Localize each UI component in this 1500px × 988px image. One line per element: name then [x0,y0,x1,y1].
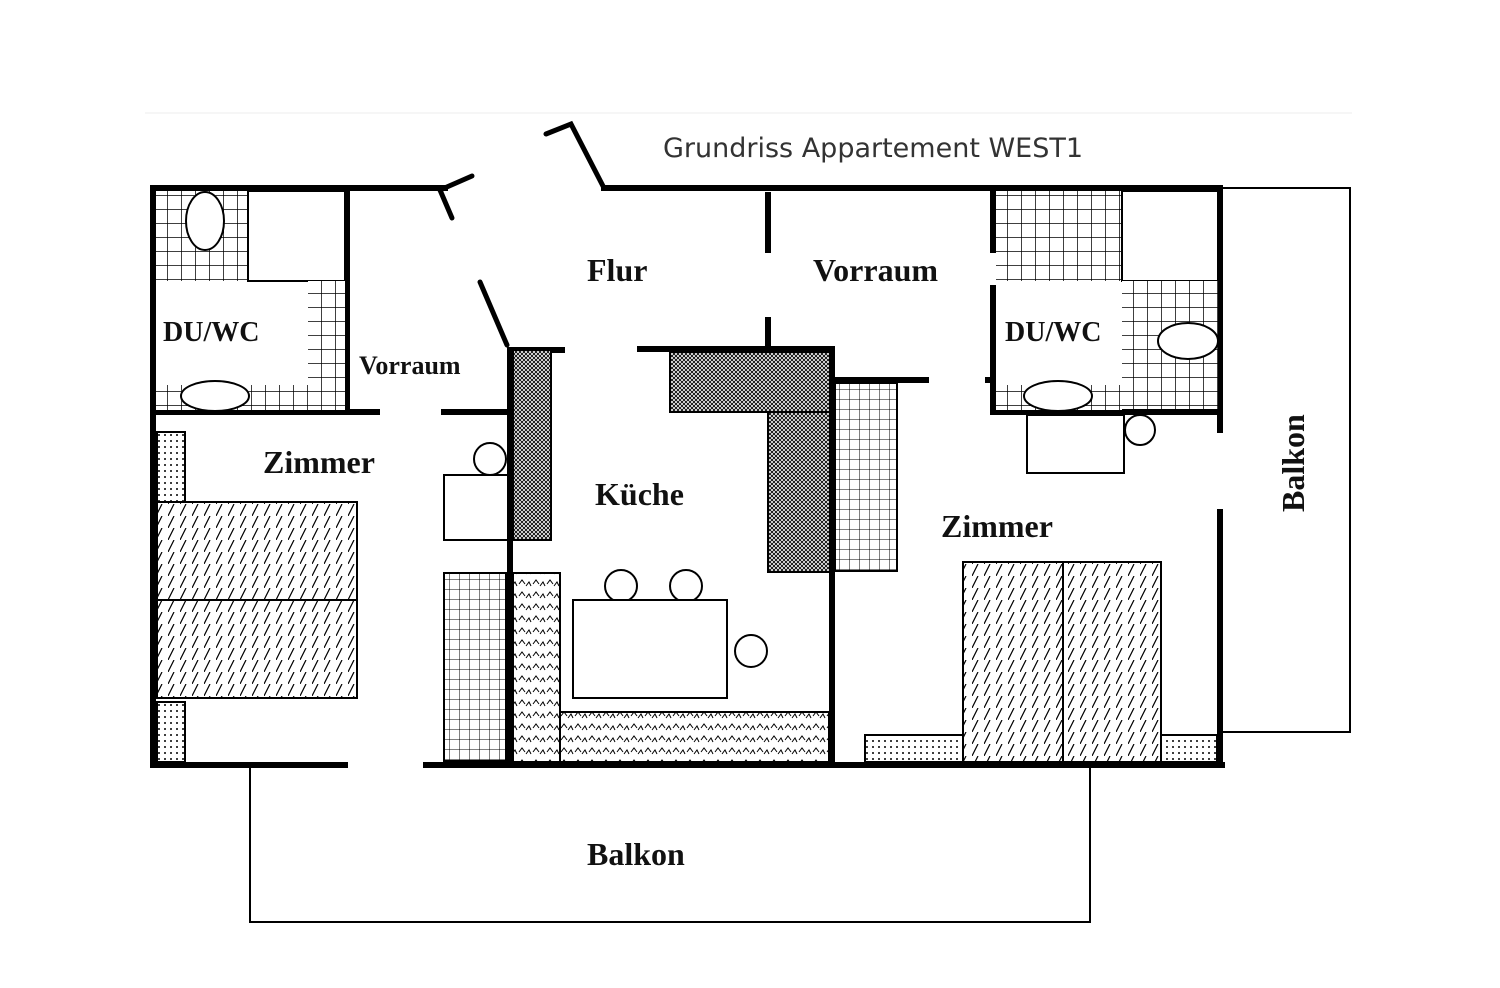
label-vorraum-right: Vorraum [813,252,938,288]
entry-door-left [437,173,475,221]
label-balkon-bottom: Balkon [587,836,685,872]
right-room-furniture [864,414,1218,763]
plan-title: Grundriss Appartement WEST1 [663,133,1083,164]
outer-walls [150,185,1225,768]
entry-door-right [543,120,607,191]
label-zimmer-right: Zimmer [941,508,1053,544]
label-duwc-left: DU/WC [163,317,259,348]
left-room-furniture [156,431,358,763]
bathroom-left-fixtures [156,190,346,412]
balcony-bottom [249,765,1091,923]
label-vorraum-left: Vorraum [359,351,461,380]
label-flur: Flur [587,252,647,288]
label-duwc-right: DU/WC [1005,317,1101,348]
left-desk [443,442,509,762]
label-zimmer-left: Zimmer [263,444,375,480]
kitchen-furniture [512,349,898,763]
label-balkon-side: Balkon [1275,414,1311,512]
bathroom-right-fixtures [996,190,1219,412]
label-kueche: Küche [595,476,684,512]
balcony-side [1220,187,1351,733]
